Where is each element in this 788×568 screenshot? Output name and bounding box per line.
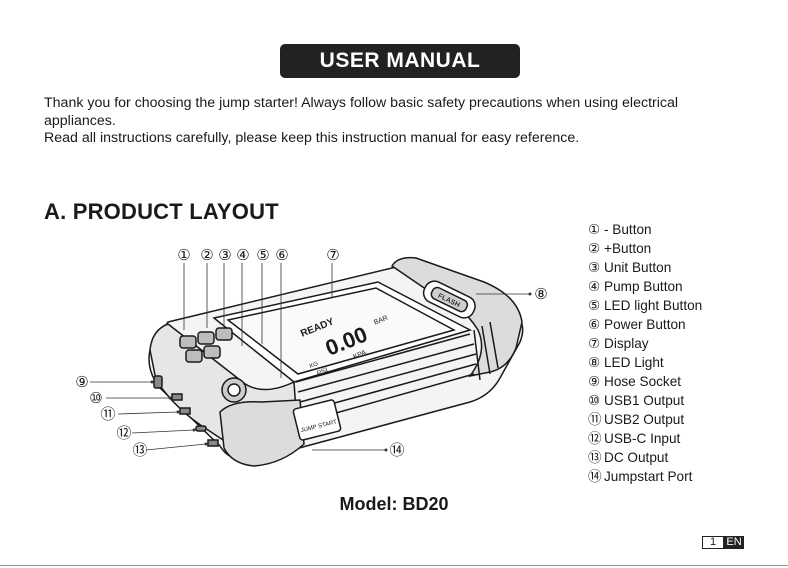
- legend-label: USB2 Output: [604, 412, 685, 427]
- legend-item: ②+Button: [588, 239, 702, 258]
- button-cluster: [179, 327, 247, 403]
- led-light-button[interactable]: [203, 345, 221, 359]
- bottom-rule: [0, 565, 788, 566]
- plus-button[interactable]: [197, 331, 215, 345]
- legend-label: LED light Button: [604, 298, 703, 313]
- intro-text: Thank you for choosing the jump starter!…: [44, 95, 749, 148]
- intro-line-1: Thank you for choosing the jump starter!…: [44, 95, 679, 129]
- display-unit-kg: KG: [309, 361, 320, 370]
- jumpstart-port: [292, 399, 342, 441]
- legend-num: ④: [588, 279, 601, 294]
- page-indicator: 1 EN: [702, 536, 744, 549]
- callout-9: ⑨: [75, 373, 88, 391]
- display-unit-kpa: KPA: [352, 349, 367, 361]
- callout-1: ①: [177, 246, 190, 264]
- section-title: A. PRODUCT LAYOUT: [44, 199, 279, 224]
- callout-10: ⑩: [89, 389, 102, 407]
- callout-8: ⑧: [534, 285, 547, 303]
- legend-label: USB1 Output: [604, 393, 685, 408]
- usb2-port: [179, 407, 191, 415]
- display-unit-psi: PSI: [316, 367, 329, 378]
- legend-label: Pump Button: [604, 279, 683, 294]
- usb1-port: [171, 393, 183, 401]
- dc-port: [207, 439, 219, 447]
- legend-item: ①- Button: [588, 220, 702, 239]
- callout-3: ③: [218, 246, 231, 264]
- legend-num: ①: [588, 222, 601, 237]
- manual-title: USER MANUAL: [280, 44, 520, 78]
- legend-num: ⑫: [588, 431, 602, 446]
- legend-label: - Button: [604, 222, 652, 237]
- language-tag: EN: [724, 536, 744, 549]
- legend-label: Display: [604, 336, 649, 351]
- legend-num: ②: [588, 241, 601, 256]
- callout-13: ⑬: [132, 441, 147, 459]
- front-bumper: [219, 399, 305, 467]
- callout-7: ⑦: [326, 246, 339, 264]
- hose-socket: [153, 375, 163, 389]
- manual-title-text: USER MANUAL: [319, 49, 481, 72]
- intro-line-2: Read all instructions carefully, please …: [44, 130, 580, 146]
- legend-label: USB-C Input: [604, 431, 681, 446]
- legend-num: ③: [588, 260, 601, 275]
- legend-label: +Button: [604, 241, 652, 256]
- callout-4: ④: [236, 246, 249, 264]
- legend-label: Power Button: [604, 317, 686, 332]
- legend-num: ⑥: [588, 317, 601, 332]
- pump-button[interactable]: [185, 349, 203, 363]
- model-name: Model: BD20: [339, 494, 449, 514]
- legend-num: ⑤: [588, 298, 601, 313]
- legend-label: Hose Socket: [604, 374, 682, 389]
- legend-label: Jumpstart Port: [604, 469, 693, 484]
- display-unit-bar: BAR: [373, 315, 389, 327]
- legend-num: ⑩: [588, 393, 601, 408]
- callout-2: ②: [200, 246, 213, 264]
- callout-6: ⑥: [275, 246, 288, 264]
- legend-label: DC Output: [604, 450, 669, 465]
- legend-num: ⑦: [588, 336, 601, 351]
- page-number: 1: [702, 536, 724, 549]
- legend-label: Unit Button: [604, 260, 672, 275]
- callout-14: ⑭: [389, 441, 404, 459]
- legend-label: LED Light: [604, 355, 664, 370]
- usbc-port: [195, 425, 207, 432]
- unit-button[interactable]: [215, 327, 233, 341]
- legend-num: ⑪: [588, 412, 602, 427]
- legend-num: ⑨: [588, 374, 601, 389]
- minus-button[interactable]: [179, 335, 197, 349]
- legend-num: ⑭: [588, 469, 602, 484]
- callout-12: ⑫: [116, 424, 131, 442]
- callout-5: ⑤: [256, 246, 269, 264]
- legend-num: ⑬: [588, 450, 602, 465]
- callout-11: ⑪: [100, 405, 115, 423]
- legend-num: ⑧: [588, 355, 601, 370]
